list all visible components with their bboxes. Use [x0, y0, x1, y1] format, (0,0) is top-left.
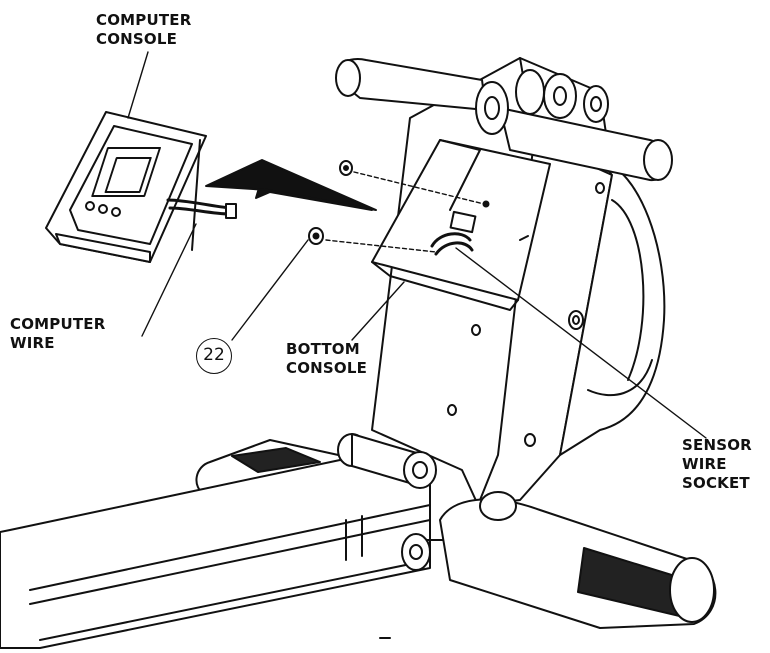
label-computer-console-line-1: COMPUTER — [96, 11, 192, 29]
label-sensor-wire-socket-line-2: WIRE — [682, 455, 727, 473]
label-computer-wire-line-2: WIRE — [10, 334, 55, 352]
label-sensor-wire-socket-line-1: SENSOR — [682, 436, 752, 454]
alignment-lines — [325, 171, 485, 253]
label-computer-wire: COMPUTER WIRE — [10, 315, 106, 353]
label-computer-console: COMPUTER CONSOLE — [96, 11, 192, 49]
part-number-callout: 22 — [196, 338, 232, 374]
label-computer-wire-line-1: COMPUTER — [10, 315, 106, 333]
screws — [308, 160, 353, 245]
seat-rail — [0, 459, 431, 649]
label-computer-console-line-2: CONSOLE — [96, 30, 178, 48]
computer-wire — [166, 198, 237, 219]
pivot-rollers — [337, 433, 471, 571]
front-stabilizer — [439, 491, 717, 629]
handlebar — [335, 58, 673, 182]
label-bottom-console-line-2: CONSOLE — [286, 359, 368, 377]
label-sensor-wire-socket: SENSOR WIRE SOCKET — [682, 436, 752, 493]
direction-arrow-head — [205, 159, 377, 211]
leader-lines — [127, 51, 707, 439]
label-bottom-console: BOTTOM CONSOLE — [286, 340, 367, 378]
computer-console — [45, 111, 207, 263]
flywheel-housing — [559, 159, 666, 456]
label-bottom-console-line-1: BOTTOM — [286, 340, 360, 358]
label-sensor-wire-socket-line-3: SOCKET — [682, 474, 750, 492]
